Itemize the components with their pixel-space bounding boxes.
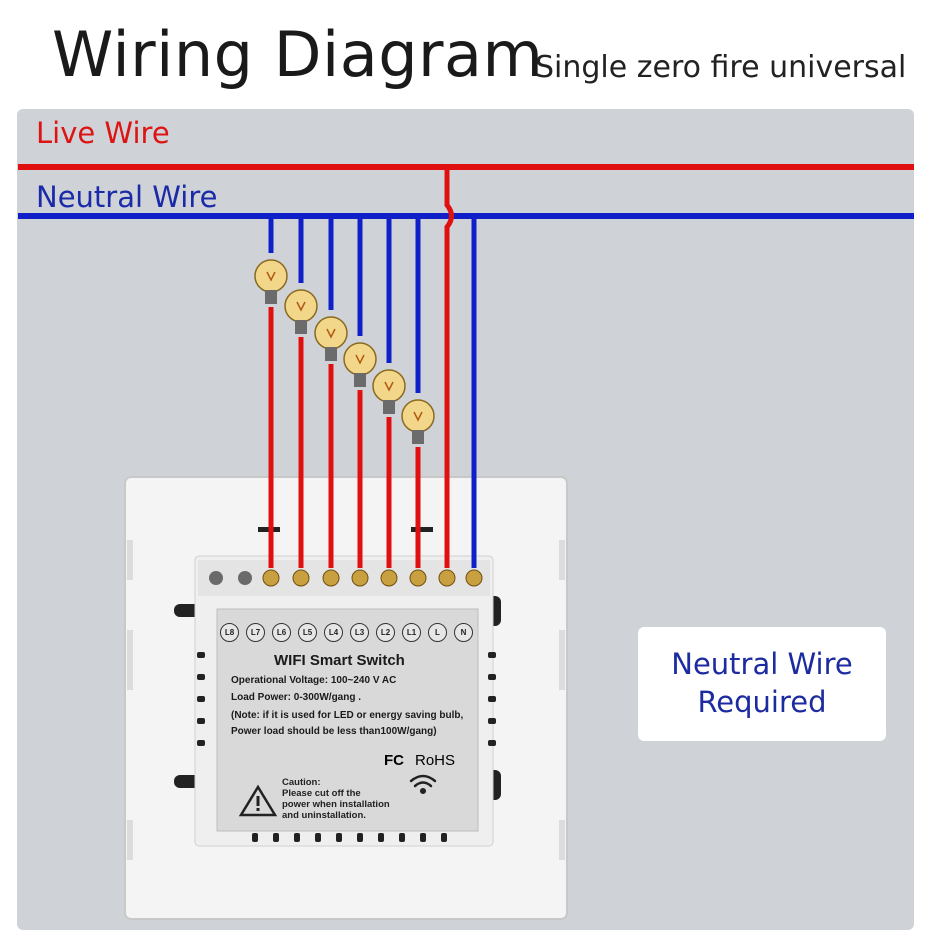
fc-mark: FC [384, 752, 404, 769]
caution-line: and uninstallation. [282, 810, 366, 821]
terminal-label: L5 [298, 623, 317, 642]
terminal-screws [209, 569, 483, 587]
warning-icon [238, 784, 278, 817]
live-wire-label: Live Wire [36, 116, 170, 150]
diagram-title: Wiring Diagram [52, 18, 544, 91]
note-line: Neutral Wire [671, 647, 853, 681]
plate-slot [559, 540, 565, 580]
load-limit-note: Power load should be less than100W/gang) [231, 726, 437, 737]
wifi-icon [409, 774, 437, 795]
bulb-icon [284, 289, 318, 334]
marker-tab [411, 527, 433, 532]
plate-slot [559, 820, 565, 860]
load-wires [268, 216, 421, 568]
terminal-label: L [428, 623, 447, 642]
label-sticker [216, 608, 479, 832]
bulb-icon [343, 342, 377, 387]
rohs-mark: RoHS [415, 752, 456, 769]
plate-slot [127, 630, 133, 690]
vents [197, 652, 496, 842]
caution-text: Caution: Please cut off the power when i… [282, 777, 390, 821]
terminal-label: L8 [220, 623, 239, 642]
bulb-icon [314, 316, 348, 361]
terminal-label: L7 [246, 623, 265, 642]
led-note: (Note: if it is used for LED or energy s… [231, 710, 464, 721]
bulb-icon [254, 259, 288, 304]
plate-slot [127, 820, 133, 860]
bulb-icon [401, 399, 435, 444]
voltage-spec: Operational Voltage: 100~240 V AC [231, 675, 397, 686]
terminal-label: L4 [324, 623, 343, 642]
load-spec: Load Power: 0-300W/gang . [231, 692, 362, 703]
neutral-wire-label: Neutral Wire [36, 180, 218, 214]
terminal-label: L3 [350, 623, 369, 642]
terminal-label: L6 [272, 623, 291, 642]
diagram-subtitle: Single zero fire universal [535, 50, 907, 85]
terminal-label: L2 [376, 623, 395, 642]
caution-line: Caution: [282, 777, 321, 788]
plate-slot [127, 540, 133, 580]
caution-line: power when installation [282, 799, 390, 810]
plate-slot [559, 630, 565, 690]
bulb-icon [372, 369, 406, 414]
note-line: Required [697, 685, 827, 719]
terminal-label: N [454, 623, 473, 642]
live-feed-wire [444, 167, 454, 568]
product-name: WIFI Smart Switch [274, 652, 405, 669]
caution-line: Please cut off the [282, 788, 361, 799]
neutral-required-note: Neutral Wire Required [638, 627, 886, 741]
terminal-label: L1 [402, 623, 421, 642]
